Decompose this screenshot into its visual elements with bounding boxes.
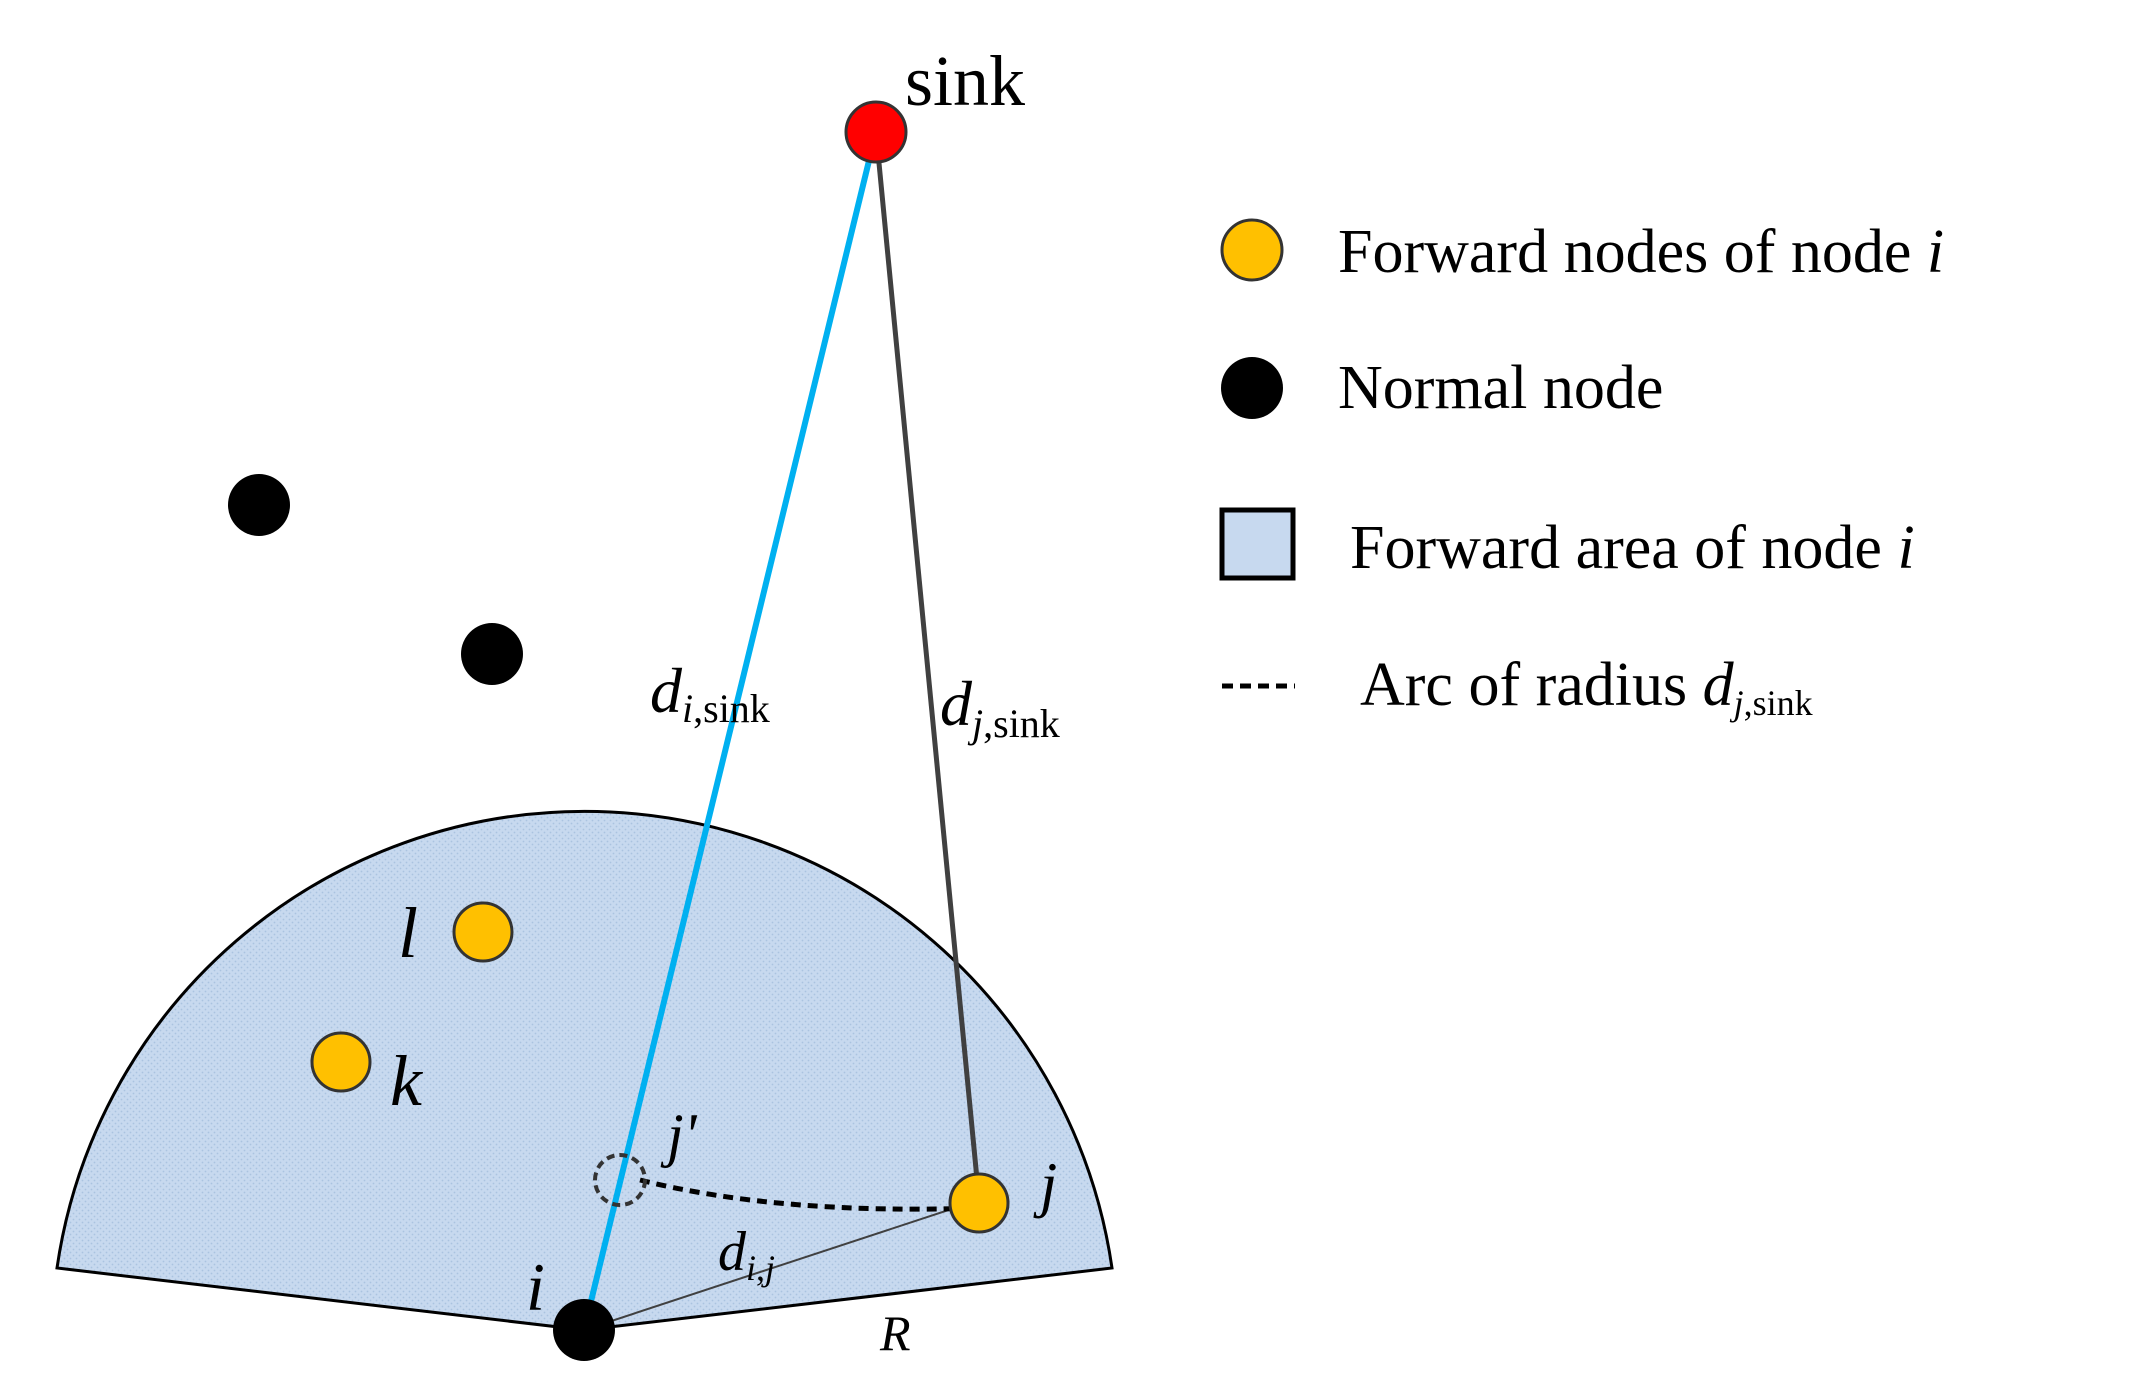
l-label: l xyxy=(398,893,418,973)
legend-forward-area-icon xyxy=(1219,507,1296,581)
node-k xyxy=(310,1031,372,1093)
node-i xyxy=(553,1299,615,1361)
d-i-sink-label: di,sink xyxy=(650,655,770,731)
j-prime-label: j' xyxy=(660,1102,698,1168)
sink-node xyxy=(844,100,908,164)
k-label: k xyxy=(390,1041,424,1121)
i-label: i xyxy=(526,1249,545,1325)
dashed-arc xyxy=(639,1177,980,1212)
legend-arc: Arc of radius dj,sink xyxy=(1360,651,1813,723)
line-i-sink xyxy=(581,131,879,1331)
normal-node xyxy=(461,623,523,685)
legend-forward-nodes: Forward nodes of node i xyxy=(1338,218,1944,286)
forward-area xyxy=(55,809,1114,1332)
legend-normal-node-icon xyxy=(1221,357,1283,419)
line-j-sink xyxy=(873,131,982,1201)
legend-forward-node-icon xyxy=(1220,218,1284,282)
normal-node xyxy=(228,474,290,536)
node-l xyxy=(452,901,514,963)
r-label: R xyxy=(879,1305,911,1361)
j-prime-node xyxy=(593,1153,647,1207)
d-j-sink-label: dj,sink xyxy=(940,668,1060,746)
legend-normal-node: Normal node xyxy=(1338,354,1663,422)
sink-label: sink xyxy=(905,41,1025,121)
node-j xyxy=(948,1172,1010,1234)
d-i-j-label: di,j xyxy=(718,1221,775,1288)
legend-forward-area: Forward area of node i xyxy=(1350,514,1915,582)
line-i-j xyxy=(583,1199,980,1331)
legend: Forward nodes of node i Normal node Forw… xyxy=(1219,218,1944,723)
